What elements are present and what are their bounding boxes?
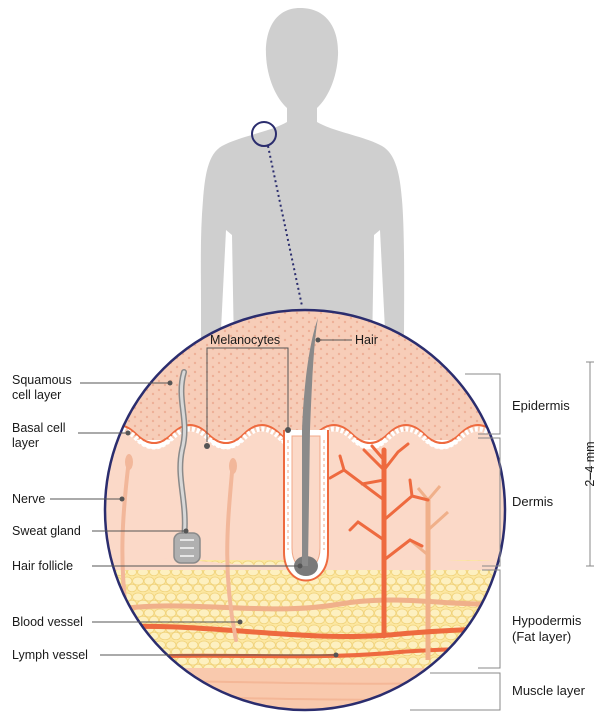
- label-squamous-line1: Squamous: [12, 373, 72, 387]
- label-nerve: Nerve: [12, 492, 45, 506]
- label-dermis: Dermis: [512, 494, 554, 509]
- zoom-dotted-line: [267, 145, 303, 307]
- leader-dots: [119, 337, 339, 658]
- label-blood-vessel: Blood vessel: [12, 615, 83, 629]
- label-hair: Hair: [355, 333, 378, 347]
- label-sweat-gland: Sweat gland: [12, 524, 81, 538]
- leader-lines: [50, 339, 352, 656]
- sample-site-marker: [251, 121, 277, 147]
- label-basal-line1: Basal cell: [12, 421, 66, 435]
- label-epidermis: Epidermis: [512, 398, 570, 413]
- labels-left: Squamous cell layer Basal cell layer Ner…: [12, 373, 88, 662]
- layer-brackets: [410, 361, 594, 711]
- label-basal-line2: layer: [12, 436, 39, 450]
- labels-right: Epidermis Dermis Hypodermis (Fat layer) …: [512, 398, 586, 698]
- label-thickness: 2–4 mm: [583, 441, 597, 486]
- label-hair-follicle: Hair follicle: [12, 559, 73, 573]
- label-melanocytes: Melanocytes: [210, 333, 280, 347]
- melanocyte-dot: [204, 443, 210, 449]
- melanocyte-dot: [285, 427, 291, 433]
- label-squamous-line2: cell layer: [12, 388, 61, 402]
- body-silhouette: [200, 8, 405, 350]
- label-hypodermis-line2: (Fat layer): [512, 629, 571, 644]
- skin-cross-section: [105, 310, 505, 710]
- lymph-vessel: [105, 597, 505, 615]
- hair-shaft: [302, 318, 318, 566]
- nerve-center: [225, 470, 238, 642]
- muscle-layer: [105, 668, 505, 710]
- label-hypodermis-line1: Hypodermis: [512, 613, 582, 628]
- label-lymph-vessel: Lymph vessel: [12, 648, 88, 662]
- magnified-skin-circle: [103, 308, 507, 712]
- label-muscle-layer: Muscle layer: [512, 683, 586, 698]
